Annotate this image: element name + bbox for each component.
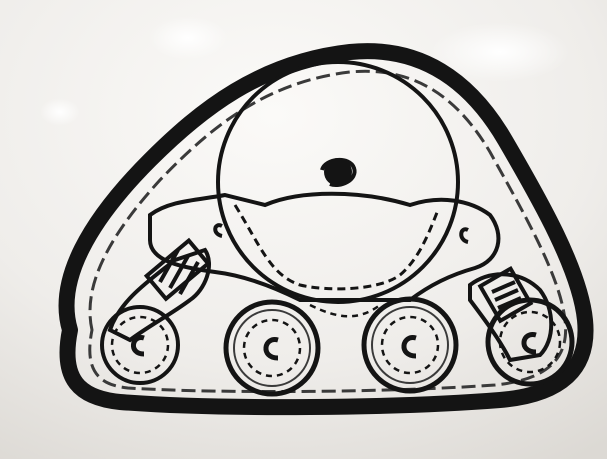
glare-spot — [148, 16, 228, 60]
glare-spot — [40, 98, 80, 126]
